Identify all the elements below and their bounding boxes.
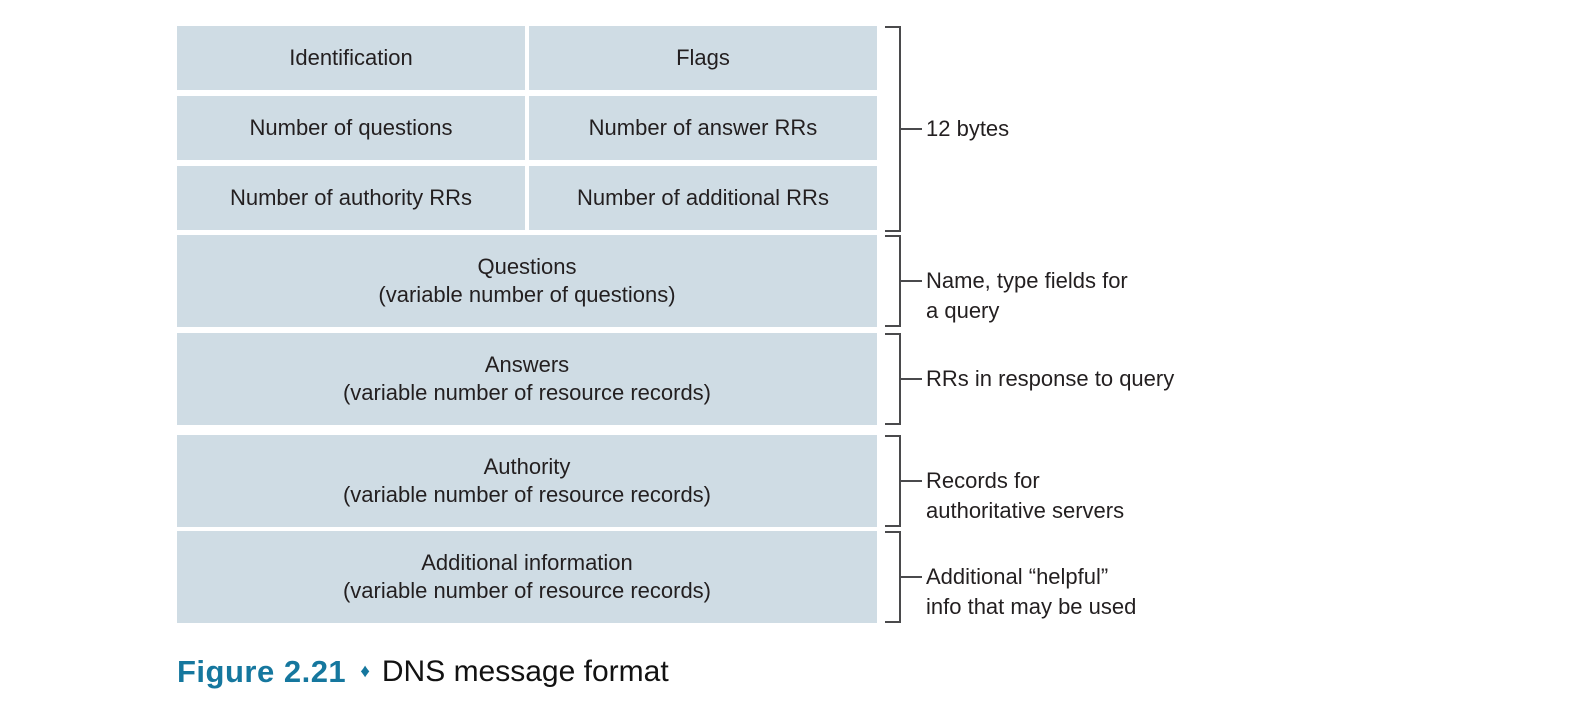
annotation-questions: Name, type fields for a query	[926, 268, 1128, 323]
connector-line	[901, 378, 922, 380]
section-title: Questions	[477, 254, 577, 279]
cell-additional-information: Additional information (variable number …	[177, 531, 877, 623]
cell-authority: Authority (variable number of resource r…	[177, 435, 877, 527]
connector-line	[901, 576, 922, 578]
figure-caption-label: Figure 2.21	[177, 654, 347, 689]
cell-flags: Flags	[529, 26, 877, 90]
bracket-additional	[885, 531, 901, 623]
cell-number-of-answer-rrs: Number of answer RRs	[529, 96, 877, 160]
bracket-authority	[885, 435, 901, 527]
cell-label: Identification	[289, 45, 413, 70]
cell-label: Number of answer RRs	[588, 115, 818, 140]
connector-line	[901, 128, 922, 130]
cell-label: Flags	[676, 45, 730, 70]
section-title: Authority	[483, 454, 571, 479]
section-subtitle: (variable number of resource records)	[342, 482, 712, 507]
bracket-answers	[885, 333, 901, 425]
figure-caption-title: DNS message format	[381, 655, 669, 688]
connector-line	[901, 280, 922, 282]
cell-questions: Questions (variable number of questions)	[177, 235, 877, 327]
section-title: Additional information	[421, 550, 633, 575]
cell-label: Number of additional RRs	[577, 185, 829, 210]
section-subtitle: (variable number of resource records)	[342, 380, 712, 405]
cell-number-of-questions: Number of questions	[177, 96, 525, 160]
figure-caption: Figure 2.21 ♦ DNS message format	[177, 650, 669, 694]
annotation-authority: Records for authoritative servers	[926, 468, 1125, 523]
annotation-answers: RRs in response to query	[926, 366, 1175, 391]
cell-identification: Identification	[177, 26, 525, 90]
section-title: Answers	[484, 352, 570, 377]
section-subtitle: (variable number of resource records)	[342, 578, 712, 603]
cell-label: Number of authority RRs	[229, 185, 473, 210]
bracket-questions	[885, 235, 901, 327]
bracket-12-bytes	[885, 26, 901, 232]
cell-label: Number of questions	[249, 115, 453, 140]
annotation-additional: Additional “helpful” info that may be us…	[926, 564, 1137, 619]
cell-number-of-authority-rrs: Number of authority RRs	[177, 166, 525, 230]
connector-line	[901, 480, 922, 482]
cell-number-of-additional-rrs: Number of additional RRs	[529, 166, 877, 230]
annotation-12-bytes: 12 bytes	[926, 116, 1010, 141]
cell-answers: Answers (variable number of resource rec…	[177, 333, 877, 425]
diamond-icon: ♦	[360, 661, 370, 682]
section-subtitle: (variable number of questions)	[378, 282, 676, 307]
